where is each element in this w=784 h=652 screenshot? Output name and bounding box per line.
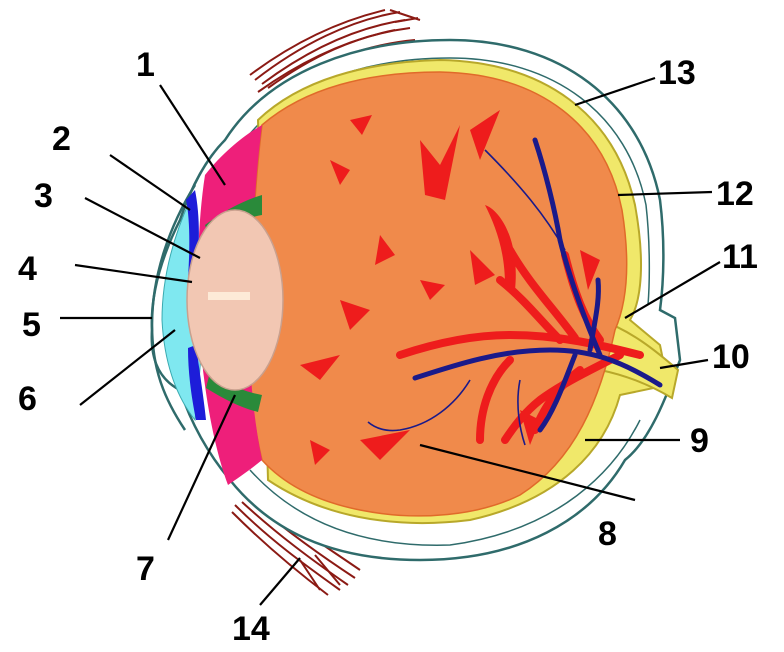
label-14: 14 [232, 610, 270, 648]
label-10: 10 [712, 338, 750, 376]
label-3: 3 [34, 177, 53, 215]
label-11: 11 [722, 238, 758, 276]
label-9: 9 [690, 422, 709, 460]
label-1: 1 [136, 46, 155, 84]
label-6: 6 [18, 380, 37, 418]
label-12: 12 [716, 175, 754, 213]
leader-14 [260, 558, 300, 605]
label-13: 13 [658, 54, 696, 92]
leader-2 [110, 155, 190, 210]
label-2: 2 [52, 120, 71, 158]
label-8: 8 [598, 515, 617, 553]
label-4: 4 [18, 250, 37, 288]
label-7: 7 [136, 550, 155, 588]
label-5: 5 [22, 306, 41, 344]
leader-1 [160, 85, 225, 185]
